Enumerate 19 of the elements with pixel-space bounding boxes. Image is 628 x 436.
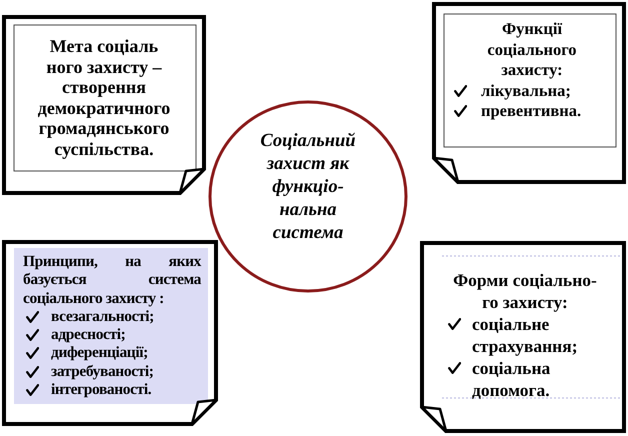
list-item-text: соціальне страхування;	[472, 313, 579, 357]
concept-ellipse	[208, 100, 408, 293]
folded-note-card	[432, 2, 626, 184]
card-heading: Форми соціально- го захисту:	[452, 269, 598, 313]
list-item-text: адресності;	[51, 326, 126, 344]
folded-note-card	[2, 15, 206, 195]
card-heading: Принципи, на яких базується система соціального захисту :	[23, 253, 201, 308]
list-item-text: превентивна.	[481, 101, 582, 122]
list-item-text: всезагальності;	[51, 308, 155, 326]
list-item-text: затребуваності;	[51, 362, 155, 382]
list-item-text: лікувальна;	[481, 80, 572, 101]
central-concept-text: Соціальний захист як функціо- нальна система	[259, 130, 357, 245]
folded-note-card	[420, 241, 626, 433]
folded-note-card	[2, 240, 218, 426]
list-item-text: соціальна допомога.	[472, 357, 552, 401]
card-heading: Функції соціального захисту:	[486, 19, 578, 80]
list-item-text: диференціації;	[51, 344, 149, 363]
list-item-text: інтегрованості.	[51, 381, 152, 400]
card-heading: Мета соціаль ного захисту – створення демократичного громадянського суспільства.	[36, 36, 172, 159]
